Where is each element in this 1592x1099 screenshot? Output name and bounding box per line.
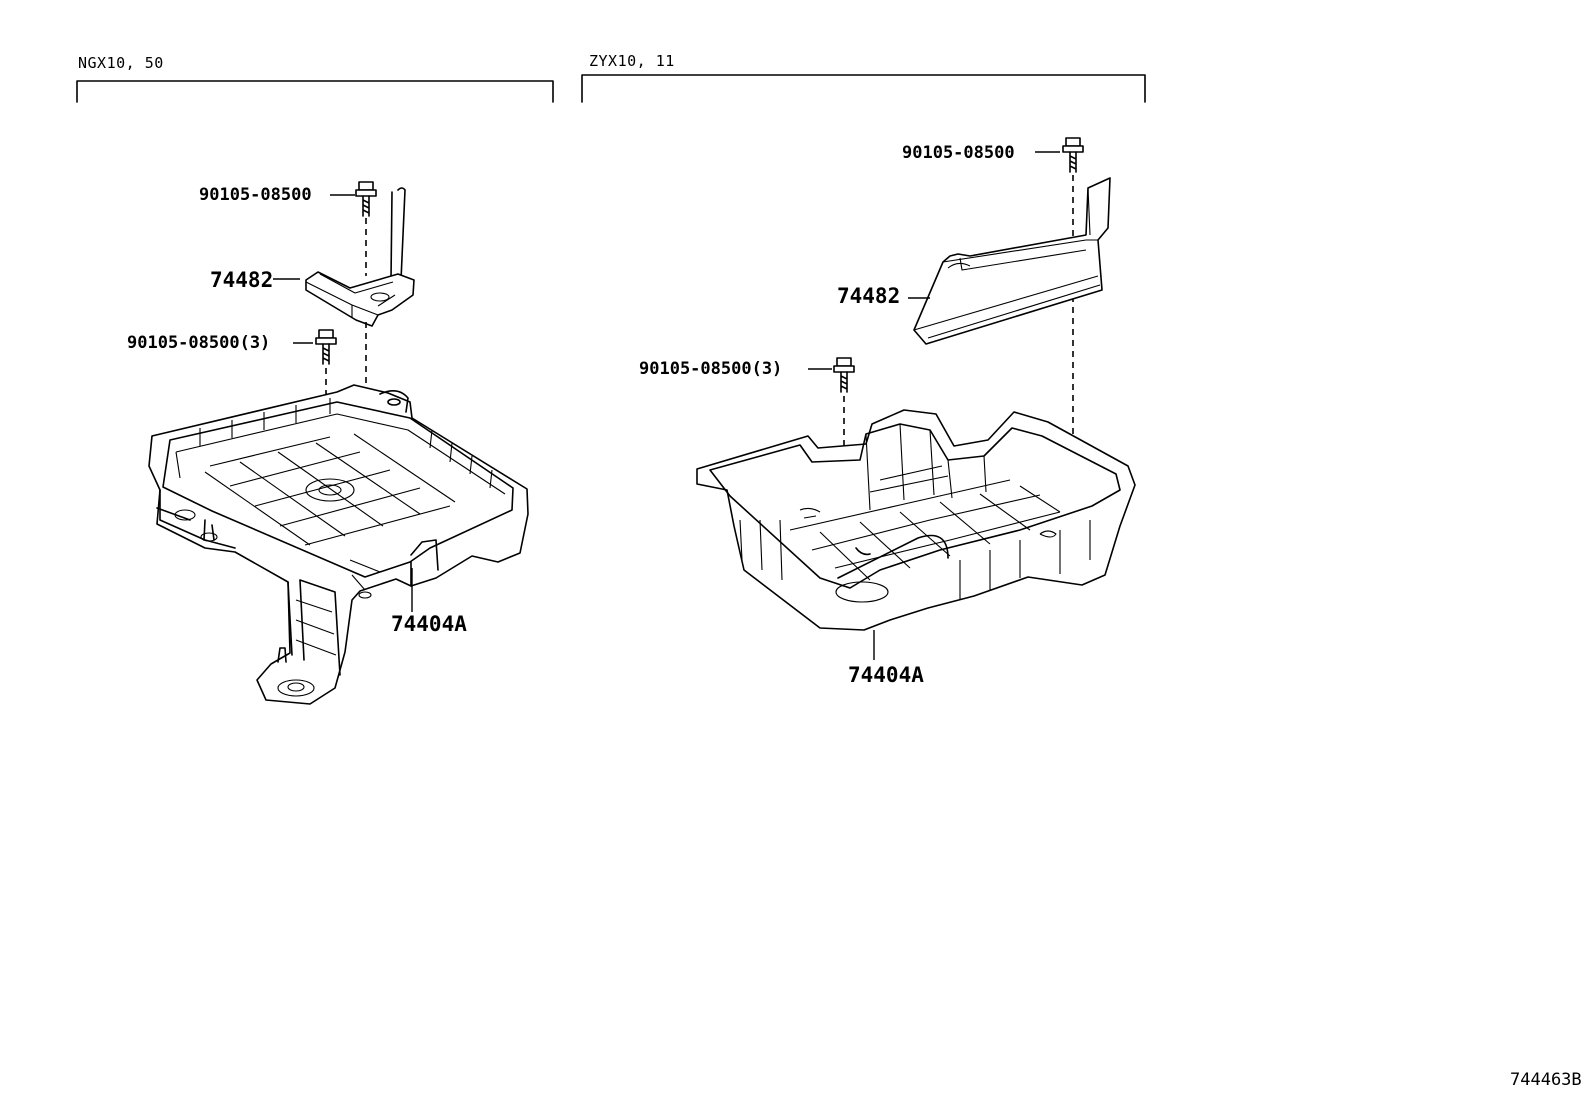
part-number-bolt-multi-right[interactable]: 90105-08500(3) [639,359,783,379]
part-number-bracket-left[interactable]: 74482 [210,268,274,292]
bracket-shape [913,177,1111,345]
bolt-icon [1062,137,1084,173]
variant-label-right: ZYX10, 11 [589,52,675,70]
group-bracket-right [581,74,1146,103]
bolt-icon [315,329,337,365]
bolt-icon [833,357,855,393]
group-bracket-left [76,80,554,103]
tray-shape [148,384,529,705]
illustration-code: 744463B [1510,1070,1582,1090]
part-number-bracket-right[interactable]: 74482 [837,284,901,308]
bracket-shape [305,187,415,327]
part-number-bolt-top-right[interactable]: 90105-08500 [902,143,1015,163]
variant-label-left: NGX10, 50 [78,54,164,72]
part-number-tray-left[interactable]: 74404A [391,612,467,636]
bolt-icon [355,181,377,217]
part-number-bolt-top-left[interactable]: 90105-08500 [199,185,312,205]
tray-shape [696,409,1136,631]
part-number-bolt-multi-left[interactable]: 90105-08500(3) [127,333,271,353]
part-number-tray-right[interactable]: 74404A [848,663,924,687]
